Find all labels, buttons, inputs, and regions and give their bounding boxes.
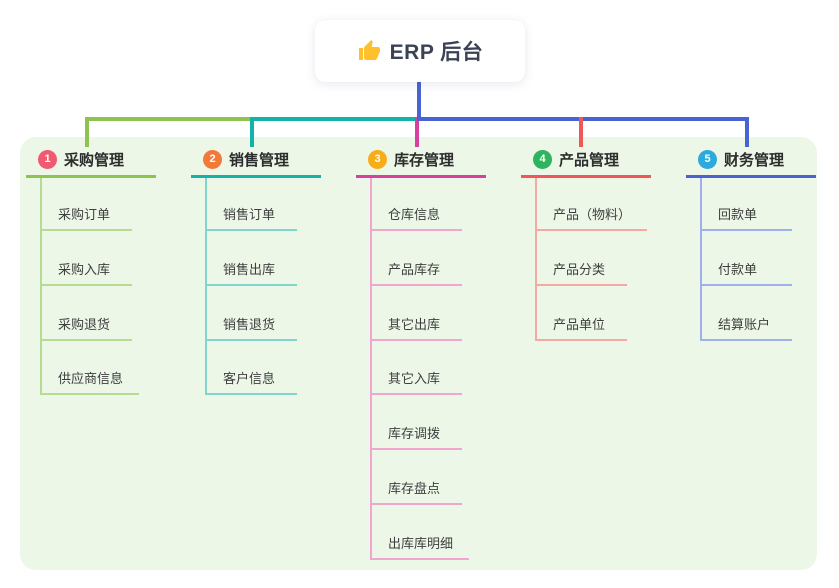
child-node-label: 库存盘点 (388, 481, 441, 496)
branch-label-2: 销售管理 (229, 152, 290, 169)
child-node-label: 结算账户 (718, 316, 771, 332)
child-node-label: 出库库明细 (388, 535, 454, 551)
child-node-label: 销售出库 (223, 261, 276, 277)
child-node-label: 客户信息 (223, 371, 276, 387)
child-node-label: 销售退货 (223, 316, 276, 332)
child-node-label: 回款单 (718, 207, 758, 222)
child-node-label: 产品（物料） (553, 207, 632, 222)
child-node-label: 产品库存 (388, 261, 441, 277)
connector-h-branch2 (250, 117, 419, 121)
child-node[interactable]: 采购订单 (40, 199, 132, 231)
child-node[interactable]: 销售退货 (205, 309, 297, 341)
child-node-label: 库存调拨 (388, 426, 441, 442)
child-node[interactable]: 仓库信息 (370, 199, 462, 231)
child-node[interactable]: 付款单 (700, 254, 792, 286)
child-node[interactable]: 其它入库 (370, 363, 462, 396)
branch-label-3: 库存管理 (394, 152, 455, 169)
branch-trunk-line-2 (205, 178, 207, 396)
branch-badge-1: 1 (38, 150, 57, 169)
connector-drop-branch3 (415, 117, 419, 147)
branch-label-4: 产品管理 (559, 152, 620, 169)
branch-trunk-line-3 (370, 178, 372, 560)
root-node-title: ERP 后台 (389, 41, 484, 64)
connector-drop-branch4 (579, 117, 583, 147)
connector-h-branch5 (417, 117, 749, 121)
child-node[interactable]: 产品分类 (535, 254, 627, 286)
child-node[interactable]: 其它出库 (370, 309, 462, 341)
child-node[interactable]: 采购入库 (40, 254, 132, 286)
child-node[interactable]: 销售订单 (205, 199, 297, 231)
child-node-label: 产品单位 (553, 316, 606, 332)
child-node-label: 采购入库 (58, 261, 111, 277)
branch-header-5[interactable]: 5 财务管理 (686, 144, 816, 178)
child-node[interactable]: 产品库存 (370, 254, 462, 286)
child-node[interactable]: 客户信息 (205, 363, 297, 396)
child-node[interactable]: 库存调拨 (370, 418, 462, 451)
connector-drop-branch2 (250, 117, 254, 147)
child-node[interactable]: 产品单位 (535, 309, 627, 341)
child-node-label: 采购订单 (58, 207, 111, 222)
branch-badge-2: 2 (203, 150, 222, 169)
child-node-label: 供应商信息 (58, 371, 124, 387)
child-node-label: 产品分类 (553, 261, 606, 277)
branch-badge-4: 4 (533, 150, 552, 169)
connector-drop-branch5 (745, 117, 749, 147)
child-node-label: 其它出库 (388, 316, 441, 332)
child-node[interactable]: 采购退货 (40, 309, 132, 341)
connector-drop-branch1 (85, 117, 89, 147)
child-node[interactable]: 回款单 (700, 199, 792, 231)
child-node[interactable]: 结算账户 (700, 309, 792, 341)
child-node[interactable]: 产品（物料） (535, 199, 648, 231)
child-node-label: 付款单 (718, 261, 758, 277)
thumbs-up-icon (358, 40, 380, 60)
branch-header-2[interactable]: 2 销售管理 (191, 144, 321, 178)
branch-header-1[interactable]: 1 采购管理 (26, 144, 156, 178)
connector-root-vertical (417, 82, 421, 121)
child-node[interactable]: 销售出库 (205, 254, 297, 286)
branches-background-panel (20, 137, 817, 570)
branch-trunk-line-1 (40, 178, 42, 396)
child-node[interactable]: 库存盘点 (370, 473, 462, 505)
branch-badge-3: 3 (368, 150, 387, 169)
branch-label-1: 采购管理 (64, 152, 125, 169)
child-node[interactable]: 供应商信息 (40, 363, 140, 396)
branch-trunk-line-5 (700, 178, 702, 341)
branch-badge-5: 5 (698, 150, 717, 169)
branch-header-3[interactable]: 3 库存管理 (356, 144, 486, 178)
connector-h-branch1 (85, 117, 254, 121)
branch-trunk-line-4 (535, 178, 537, 341)
thumbs-up-path (358, 40, 380, 60)
child-node-label: 采购退货 (58, 316, 111, 332)
child-node-label: 销售订单 (223, 207, 276, 222)
child-node-label: 其它入库 (388, 371, 441, 387)
root-node-erp[interactable]: ERP 后台 (315, 20, 525, 82)
child-node[interactable]: 出库库明细 (370, 528, 470, 560)
branch-header-4[interactable]: 4 产品管理 (521, 144, 651, 178)
child-node-label: 仓库信息 (388, 207, 441, 222)
branch-label-5: 财务管理 (724, 152, 785, 169)
